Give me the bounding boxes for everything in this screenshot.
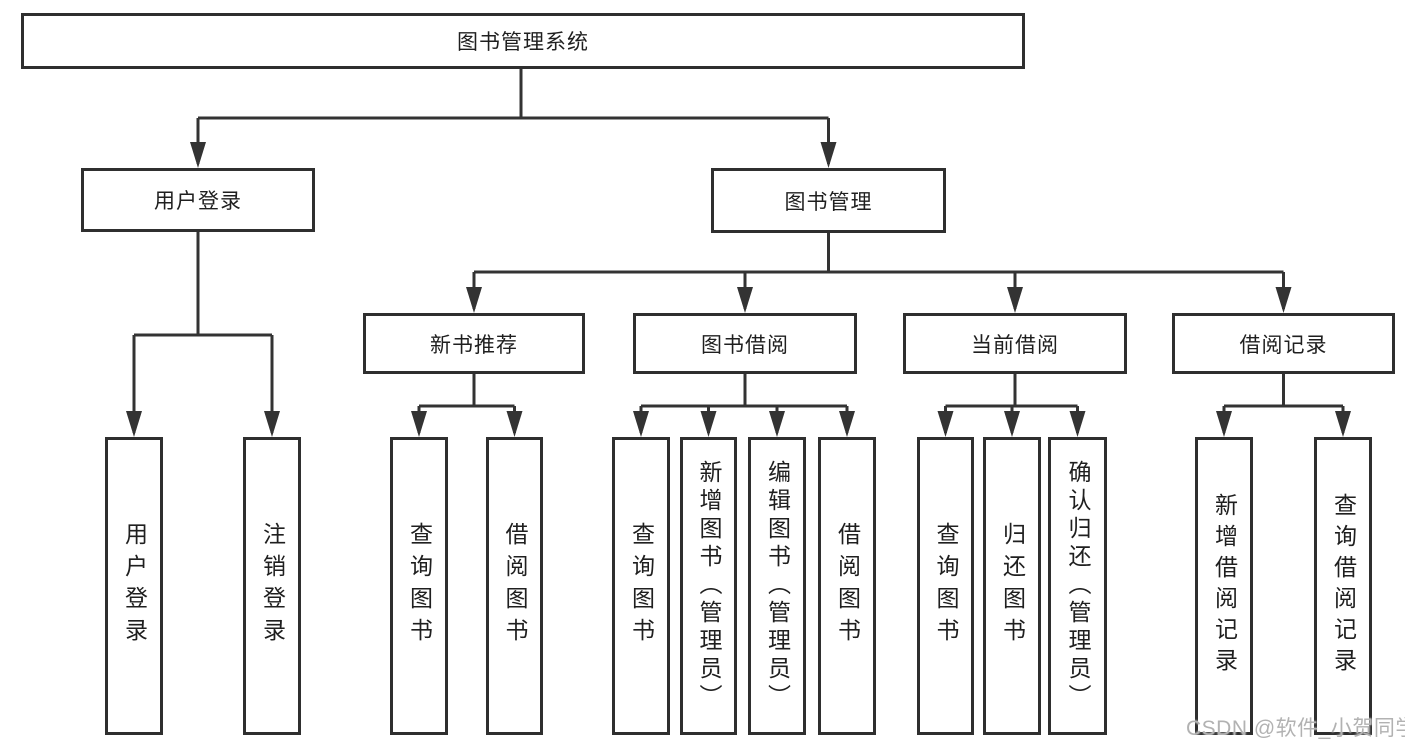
node-book-borrow: 图书借阅 — [633, 313, 857, 374]
leaf-add-book-admin: 新增图书（管理员） — [680, 437, 737, 735]
leaf-query-borrow-record: 查询借阅记录 — [1314, 437, 1372, 735]
node-label: 查询图书 — [933, 522, 959, 650]
node-label: 查询图书 — [628, 522, 655, 650]
leaf-logout: 注销登录 — [243, 437, 301, 735]
node-label: 新增图书（管理员） — [696, 460, 722, 712]
node-label: 借阅图书 — [834, 522, 861, 650]
node-current-borrow: 当前借阅 — [903, 313, 1127, 374]
leaf-return-books: 归还图书 — [983, 437, 1041, 735]
node-label: 新增借阅记录 — [1211, 493, 1238, 679]
node-label: 归还图书 — [999, 522, 1026, 650]
leaf-user-login: 用户登录 — [105, 437, 163, 735]
leaf-query-books-current: 查询图书 — [917, 437, 974, 735]
node-label: 图书管理系统 — [457, 31, 589, 54]
leaf-add-borrow-record: 新增借阅记录 — [1195, 437, 1253, 735]
node-label: 用户登录 — [154, 190, 242, 213]
node-label: 查询图书 — [406, 522, 433, 650]
node-label: 确认归还（管理员） — [1065, 460, 1091, 712]
node-label: 查询借阅记录 — [1330, 493, 1357, 679]
leaf-confirm-return-admin: 确认归还（管理员） — [1048, 437, 1107, 735]
node-label: 用户登录 — [121, 522, 148, 650]
node-borrow-records: 借阅记录 — [1172, 313, 1395, 374]
node-label: 当前借阅 — [971, 333, 1059, 357]
node-root-system: 图书管理系统 — [21, 13, 1025, 69]
node-user-login-branch: 用户登录 — [81, 168, 315, 232]
leaf-query-books-borrow: 查询图书 — [612, 437, 670, 735]
node-label: 借阅记录 — [1239, 333, 1328, 357]
node-label: 图书借阅 — [701, 333, 789, 357]
node-label: 图书管理 — [784, 190, 873, 214]
leaf-borrow-books-recommend: 借阅图书 — [486, 437, 543, 735]
node-label: 新书推荐 — [430, 333, 518, 357]
node-book-management-branch: 图书管理 — [711, 168, 946, 233]
leaf-query-books-recommend: 查询图书 — [390, 437, 448, 735]
node-new-book-recommend: 新书推荐 — [363, 313, 585, 374]
node-label: 借阅图书 — [502, 522, 528, 650]
csdn-watermark: CSDN @软件_小贺同学 — [1186, 717, 1405, 740]
leaf-borrow-books: 借阅图书 — [818, 437, 876, 735]
leaf-edit-book-admin: 编辑图书（管理员） — [748, 437, 806, 735]
node-label: 注销登录 — [259, 522, 286, 650]
node-label: 编辑图书（管理员） — [764, 460, 791, 712]
